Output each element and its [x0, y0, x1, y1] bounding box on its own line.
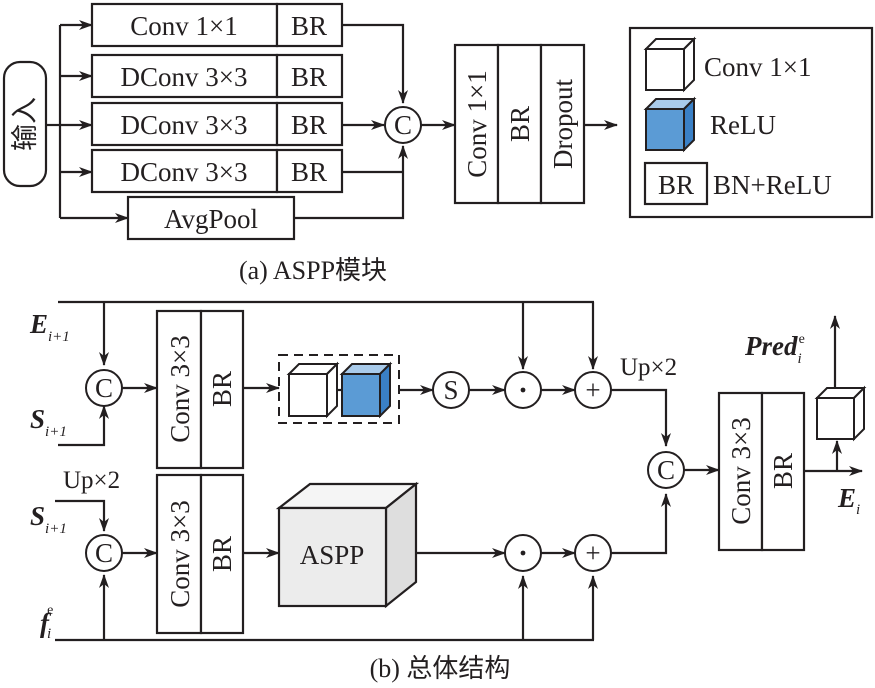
legend-conv-label: Conv 1×1 [704, 52, 812, 82]
conv3x3-block-right: Conv 3×3 BR [717, 391, 806, 552]
add-node-top: + [574, 371, 612, 409]
caption-a: (a) ASPP模块 [239, 256, 387, 285]
aspp-output-block: Conv 1×1 BR Dropout [453, 43, 586, 205]
s-input-top-label: Si+1 [30, 404, 67, 440]
concat-node-a: C [384, 106, 422, 144]
avgpool-label: AvgPool [164, 204, 258, 234]
branch-br-label: BR [291, 157, 327, 187]
blue-cube-icon [643, 96, 697, 153]
up-label-left: Up×2 [63, 467, 120, 494]
s-input-bottom-label: Si+1 [30, 501, 67, 537]
multiply-node-top [504, 371, 542, 409]
multiply-node-bottom [504, 534, 542, 572]
aspp-label: ASPP [300, 540, 365, 570]
branch-dconv3x3-2: DConv 3×3 BR [90, 101, 344, 147]
pred-conv-cube-icon [814, 385, 867, 442]
svg-text:C: C [95, 538, 113, 568]
f-input-label: fie [40, 603, 53, 642]
concat-node-top: C [85, 369, 123, 407]
legend: Conv 1×1 ReLU BR BN+ReLU [628, 26, 874, 219]
conv3x3-block-bottom: Conv 3×3 BR [155, 473, 245, 635]
conv-relu-group [278, 354, 400, 424]
branch-dconv3x3-1: DConv 3×3 BR [90, 53, 344, 99]
output-conv-label: Conv 1×1 [462, 70, 492, 178]
svg-text:BR: BR [207, 536, 237, 572]
e-input-label: Ei+1 [29, 309, 70, 345]
svg-text:S: S [443, 375, 458, 405]
white-cube-icon [643, 36, 697, 93]
blue-cube-icon [339, 361, 393, 419]
concat-node-bottom: C [85, 534, 123, 572]
svg-text:Conv 3×3: Conv 3×3 [165, 335, 195, 443]
output-dropout-label: Dropout [548, 79, 578, 169]
svg-text:Conv 3×3: Conv 3×3 [165, 500, 195, 608]
svg-text:Conv 3×3: Conv 3×3 [726, 417, 756, 525]
panel-a-aspp-module: 输入 Conv 1×1 BR DConv 3×3 BR DConv 3×3 BR [2, 2, 618, 285]
svg-text:BR: BR [658, 170, 694, 200]
branch-op-label: DConv 3×3 [121, 157, 248, 187]
conv3x3-block-top: Conv 3×3 BR [155, 309, 245, 470]
branch-dconv3x3-3: DConv 3×3 BR [90, 148, 344, 194]
add-node-bottom: + [574, 534, 612, 572]
legend-br-label: BN+ReLU [713, 170, 832, 200]
input-label: 输入 [10, 97, 40, 151]
svg-text:+: + [585, 375, 600, 405]
concat-node-right: C [647, 451, 685, 489]
svg-text:BR: BR [207, 371, 237, 407]
output-br-label: BR [505, 106, 535, 142]
svg-text:BR: BR [768, 453, 798, 489]
pred-output-label: Predie [744, 331, 805, 367]
white-cube-icon [286, 361, 340, 419]
caption-b: (b) 总体结构 [370, 654, 511, 683]
svg-text:C: C [394, 110, 412, 140]
aspp-block: ASPP [275, 481, 420, 609]
branch-op-label: Conv 1×1 [130, 11, 238, 41]
branch-br-label: BR [291, 110, 327, 140]
svg-text:C: C [657, 455, 675, 485]
legend-relu-label: ReLU [710, 110, 776, 140]
svg-text:+: + [585, 538, 600, 568]
avgpool-block: AvgPool [126, 195, 296, 241]
sigmoid-node: S [432, 371, 470, 409]
e-output-label: Ei [837, 483, 860, 518]
svg-text:C: C [95, 373, 113, 403]
branch-op-label: DConv 3×3 [121, 62, 248, 92]
up-label-right: Up×2 [620, 354, 677, 381]
branch-op-label: DConv 3×3 [121, 110, 248, 140]
panel-b-overall-structure: Ei+1 Si+1 C Conv 3×3 BR [29, 300, 867, 683]
branch-br-label: BR [291, 62, 327, 92]
branch-conv1x1: Conv 1×1 BR [90, 2, 344, 48]
br-box-icon: BR [643, 161, 709, 206]
branch-br-label: BR [291, 11, 327, 41]
